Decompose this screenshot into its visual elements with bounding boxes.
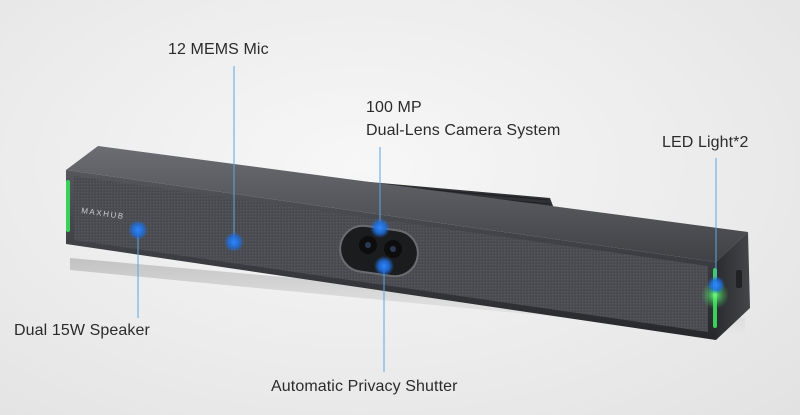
camera-module xyxy=(339,224,419,278)
callout-lines xyxy=(137,66,717,372)
end-port xyxy=(736,270,742,288)
callout-label-shutter: Automatic Privacy Shutter xyxy=(271,378,458,395)
callout-label-led: LED Light*2 xyxy=(662,134,749,151)
callout-label-camera-resolution: 100 MP xyxy=(366,99,422,116)
callout-label-camera-system: Dual-Lens Camera System xyxy=(366,122,561,139)
callout-label-mic: 12 MEMS Mic xyxy=(168,41,269,58)
led-light-left xyxy=(66,180,70,232)
marker-shutter xyxy=(374,256,394,276)
device-top xyxy=(66,146,748,262)
marker-mic xyxy=(224,232,244,252)
device-end-cap xyxy=(716,232,750,340)
callout-label-speaker: Dual 15W Speaker xyxy=(14,322,150,339)
marker-led xyxy=(707,276,725,294)
marker-camera xyxy=(370,218,390,238)
marker-speaker xyxy=(128,220,148,240)
